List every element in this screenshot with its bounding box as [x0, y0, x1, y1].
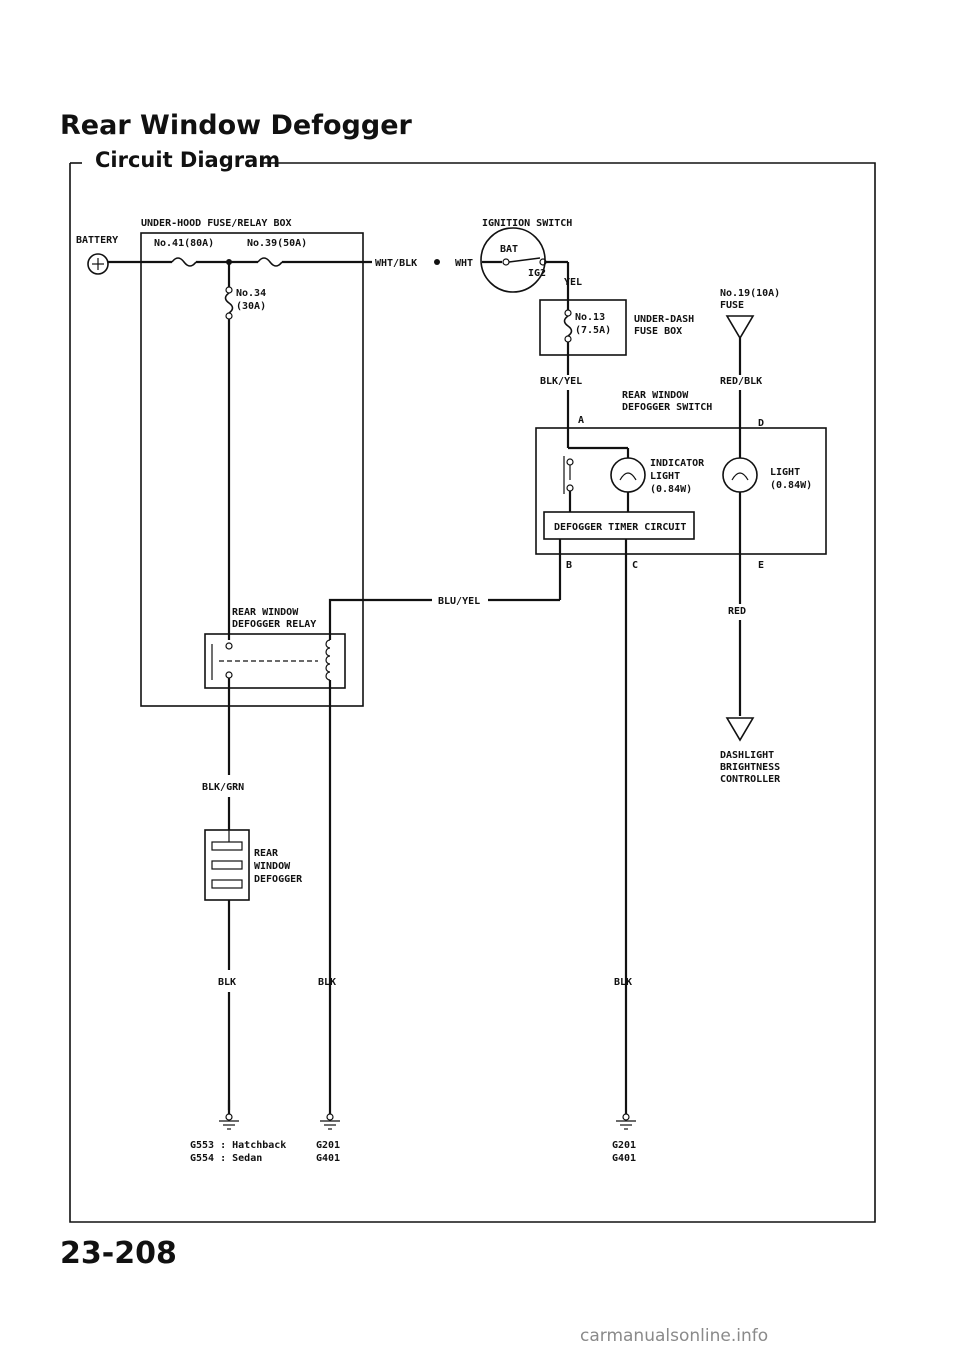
wire-red-label: RED: [728, 606, 746, 617]
defogger-label-c: DEFOGGER: [254, 874, 303, 885]
dashlight-label-a: DASHLIGHT: [720, 750, 774, 761]
indicator-label-c: (0.84W): [650, 484, 692, 495]
fuse-19-label-a: No.19(10A): [720, 288, 780, 299]
fuse-13-icon: [563, 315, 573, 337]
switch-label-a: REAR WINDOW: [622, 390, 689, 401]
underhood-box-label: UNDER-HOOD FUSE/RELAY BOX: [141, 218, 292, 229]
fuse-34-icon: [224, 292, 234, 314]
relay-coil-icon: [325, 639, 331, 681]
indicator-light-icon: [610, 457, 646, 493]
switch-light-icon: [722, 457, 758, 493]
terminal-a-label: A: [578, 415, 584, 426]
switch-contact-icon: [563, 456, 574, 494]
indicator-label-a: INDICATOR: [650, 458, 705, 469]
ground-g201-left-icon: [320, 1100, 340, 1130]
page-number: 23-208: [60, 1236, 177, 1271]
ground-g553-label: G553 : Hatchback: [190, 1140, 286, 1151]
relay-contact-icon: [211, 642, 318, 680]
wire-red-blk-label: RED/BLK: [720, 376, 762, 387]
ground-g401-label-right: G401: [612, 1153, 636, 1164]
ignition-bat-label: BAT: [500, 244, 518, 255]
defogger-switch-box: [535, 427, 827, 555]
rear-window-defogger-icon: [204, 829, 250, 901]
battery-label: BATTERY: [76, 235, 118, 246]
wire-wht-label: WHT: [455, 258, 473, 269]
connector-dot: [434, 259, 440, 265]
fuse-13-label-a: No.13: [575, 312, 605, 323]
ignition-ig2-label: IG2: [528, 268, 546, 279]
indicator-label-b: LIGHT: [650, 471, 680, 482]
dashlight-label-b: BRIGHTNESS: [720, 762, 780, 773]
page-title: Rear Window Defogger: [60, 110, 412, 141]
fuse-34-label-a: No.34: [236, 288, 266, 299]
wire-blk-yel-label: BLK/YEL: [540, 376, 582, 387]
ground-g401-label-left: G401: [316, 1153, 340, 1164]
light-label-a: LIGHT: [770, 467, 800, 478]
underdash-box-label-a: UNDER-DASH: [634, 314, 694, 325]
fuse-41-icon: [171, 257, 197, 267]
defogger-label-b: WINDOW: [254, 861, 291, 872]
timer-label: DEFOGGER TIMER CIRCUIT: [554, 522, 686, 533]
diagram-subtitle: Circuit Diagram: [85, 148, 291, 172]
dashlight-label-c: CONTROLLER: [720, 774, 781, 785]
terminal-c-label: C: [632, 560, 638, 571]
wire-wht-blk-label: WHT/BLK: [375, 258, 417, 269]
underhood-fuse-box: [140, 232, 364, 707]
wire-blk-label-2: BLK: [318, 977, 336, 988]
wire-blk-grn-label: BLK/GRN: [202, 782, 244, 793]
wire-blu-yel-label: BLU/YEL: [438, 596, 480, 607]
watermark: carmanualsonline.info: [580, 1326, 769, 1346]
ground-g554-label: G554 : Sedan: [190, 1153, 262, 1164]
terminal-b-label: B: [566, 560, 572, 571]
switch-label-b: DEFOGGER SWITCH: [622, 402, 712, 413]
wire-blk-label-1: BLK: [218, 977, 236, 988]
terminal-e-label: E: [758, 560, 764, 571]
ground-g201-label-left: G201: [316, 1140, 340, 1151]
relay-label-b: DEFOGGER RELAY: [232, 619, 316, 630]
ignition-switch-label: IGNITION SWITCH: [482, 218, 572, 229]
terminal-d-label: D: [758, 418, 764, 429]
fuse-39-label: No.39(50A): [247, 238, 307, 249]
ground-g201-label-right: G201: [612, 1140, 636, 1151]
underdash-fuse-box: [539, 299, 627, 356]
ground-g553-icon: [219, 1100, 239, 1130]
fuse-41-label: No.41(80A): [154, 238, 214, 249]
fuse-13-label-b: (7.5A): [575, 325, 611, 336]
defogger-relay-box: [204, 633, 346, 689]
diagram-frame: [69, 162, 876, 1223]
ignition-switch-icon: [480, 227, 570, 300]
fuse-34-label-b: (30A): [236, 301, 266, 312]
light-label-b: (0.84W): [770, 480, 812, 491]
wire-yel-label: YEL: [564, 277, 582, 288]
fuse-19-triangle-icon: [725, 315, 755, 340]
ground-g201-right-icon: [616, 1100, 636, 1130]
wire-blk-label-3: BLK: [614, 977, 632, 988]
relay-label-a: REAR WINDOW: [232, 607, 299, 618]
fuse-39-icon: [257, 257, 283, 267]
defogger-label-a: REAR: [254, 848, 279, 859]
fuse-19-label-b: FUSE: [720, 300, 744, 311]
underdash-box-label-b: FUSE BOX: [634, 326, 682, 337]
battery-icon: [87, 253, 109, 275]
defogger-timer-box: [543, 511, 695, 540]
dashlight-controller-triangle-icon: [725, 717, 755, 742]
